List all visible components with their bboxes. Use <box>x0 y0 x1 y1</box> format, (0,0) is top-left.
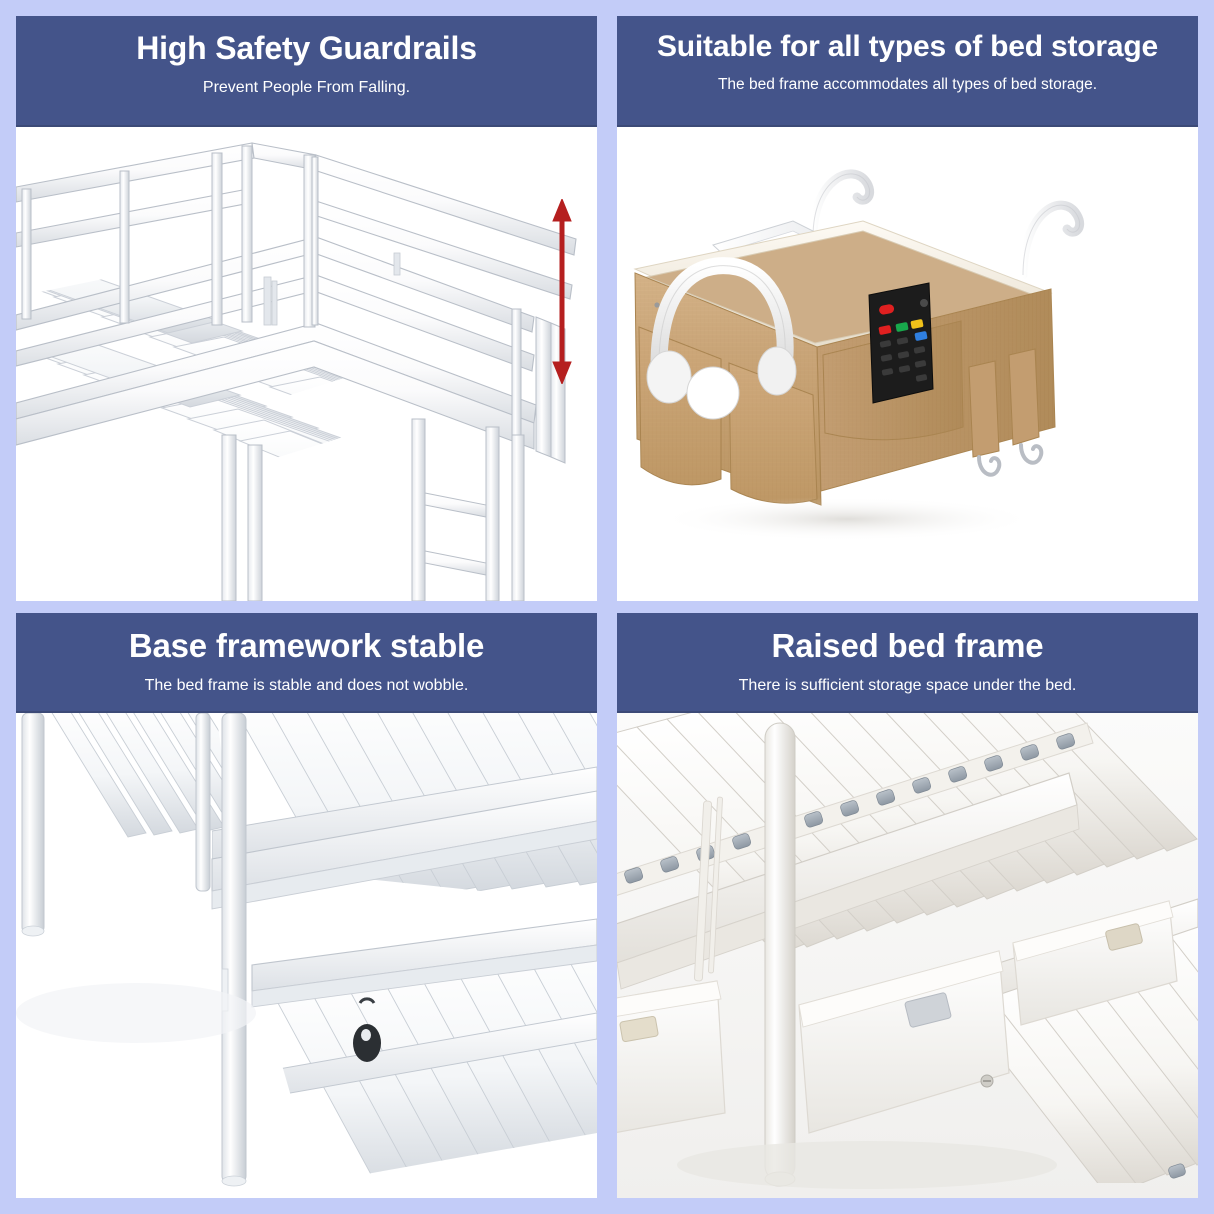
panel-header: Suitable for all types of bed storage Th… <box>617 16 1198 127</box>
loft-bed-illustration <box>16 127 597 601</box>
bedside-caddy-illustration <box>617 127 1198 601</box>
panel-raised-bed-frame: Raised bed frame There is sufficient sto… <box>617 613 1198 1198</box>
panel-title: Suitable for all types of bed storage <box>656 30 1159 63</box>
panel-subtitle: The bed frame is stable and does not wob… <box>144 676 469 694</box>
panel-title: High Safety Guardrails <box>136 30 477 66</box>
panel-high-safety-guardrails: High Safety Guardrails Prevent People Fr… <box>16 16 597 601</box>
bed-base-illustration <box>16 713 597 1198</box>
panel-header: Raised bed frame There is sufficient sto… <box>617 613 1198 713</box>
panel-subtitle: There is sufficient storage space under … <box>738 676 1077 694</box>
feature-panel-grid: High Safety Guardrails Prevent People Fr… <box>16 16 1198 1198</box>
panel-title: Raised bed frame <box>771 627 1044 664</box>
panel-image-raised-frame <box>617 713 1198 1198</box>
guardrail-height-arrow <box>549 197 575 386</box>
raised-bed-illustration <box>617 713 1198 1198</box>
panel-image-base-framework <box>16 713 597 1198</box>
panel-base-framework-stable: Base framework stable The bed frame is s… <box>16 613 597 1198</box>
panel-subtitle: Prevent People From Falling. <box>202 78 411 96</box>
panel-header: High Safety Guardrails Prevent People Fr… <box>16 16 597 127</box>
panel-image-bedside-caddy <box>617 127 1198 601</box>
panel-header: Base framework stable The bed frame is s… <box>16 613 597 713</box>
panel-subtitle: The bed frame accommodates all types of … <box>717 75 1098 93</box>
panel-title: Base framework stable <box>128 627 485 664</box>
panel-bed-storage: Suitable for all types of bed storage Th… <box>617 16 1198 601</box>
panel-image-guardrails <box>16 127 597 601</box>
